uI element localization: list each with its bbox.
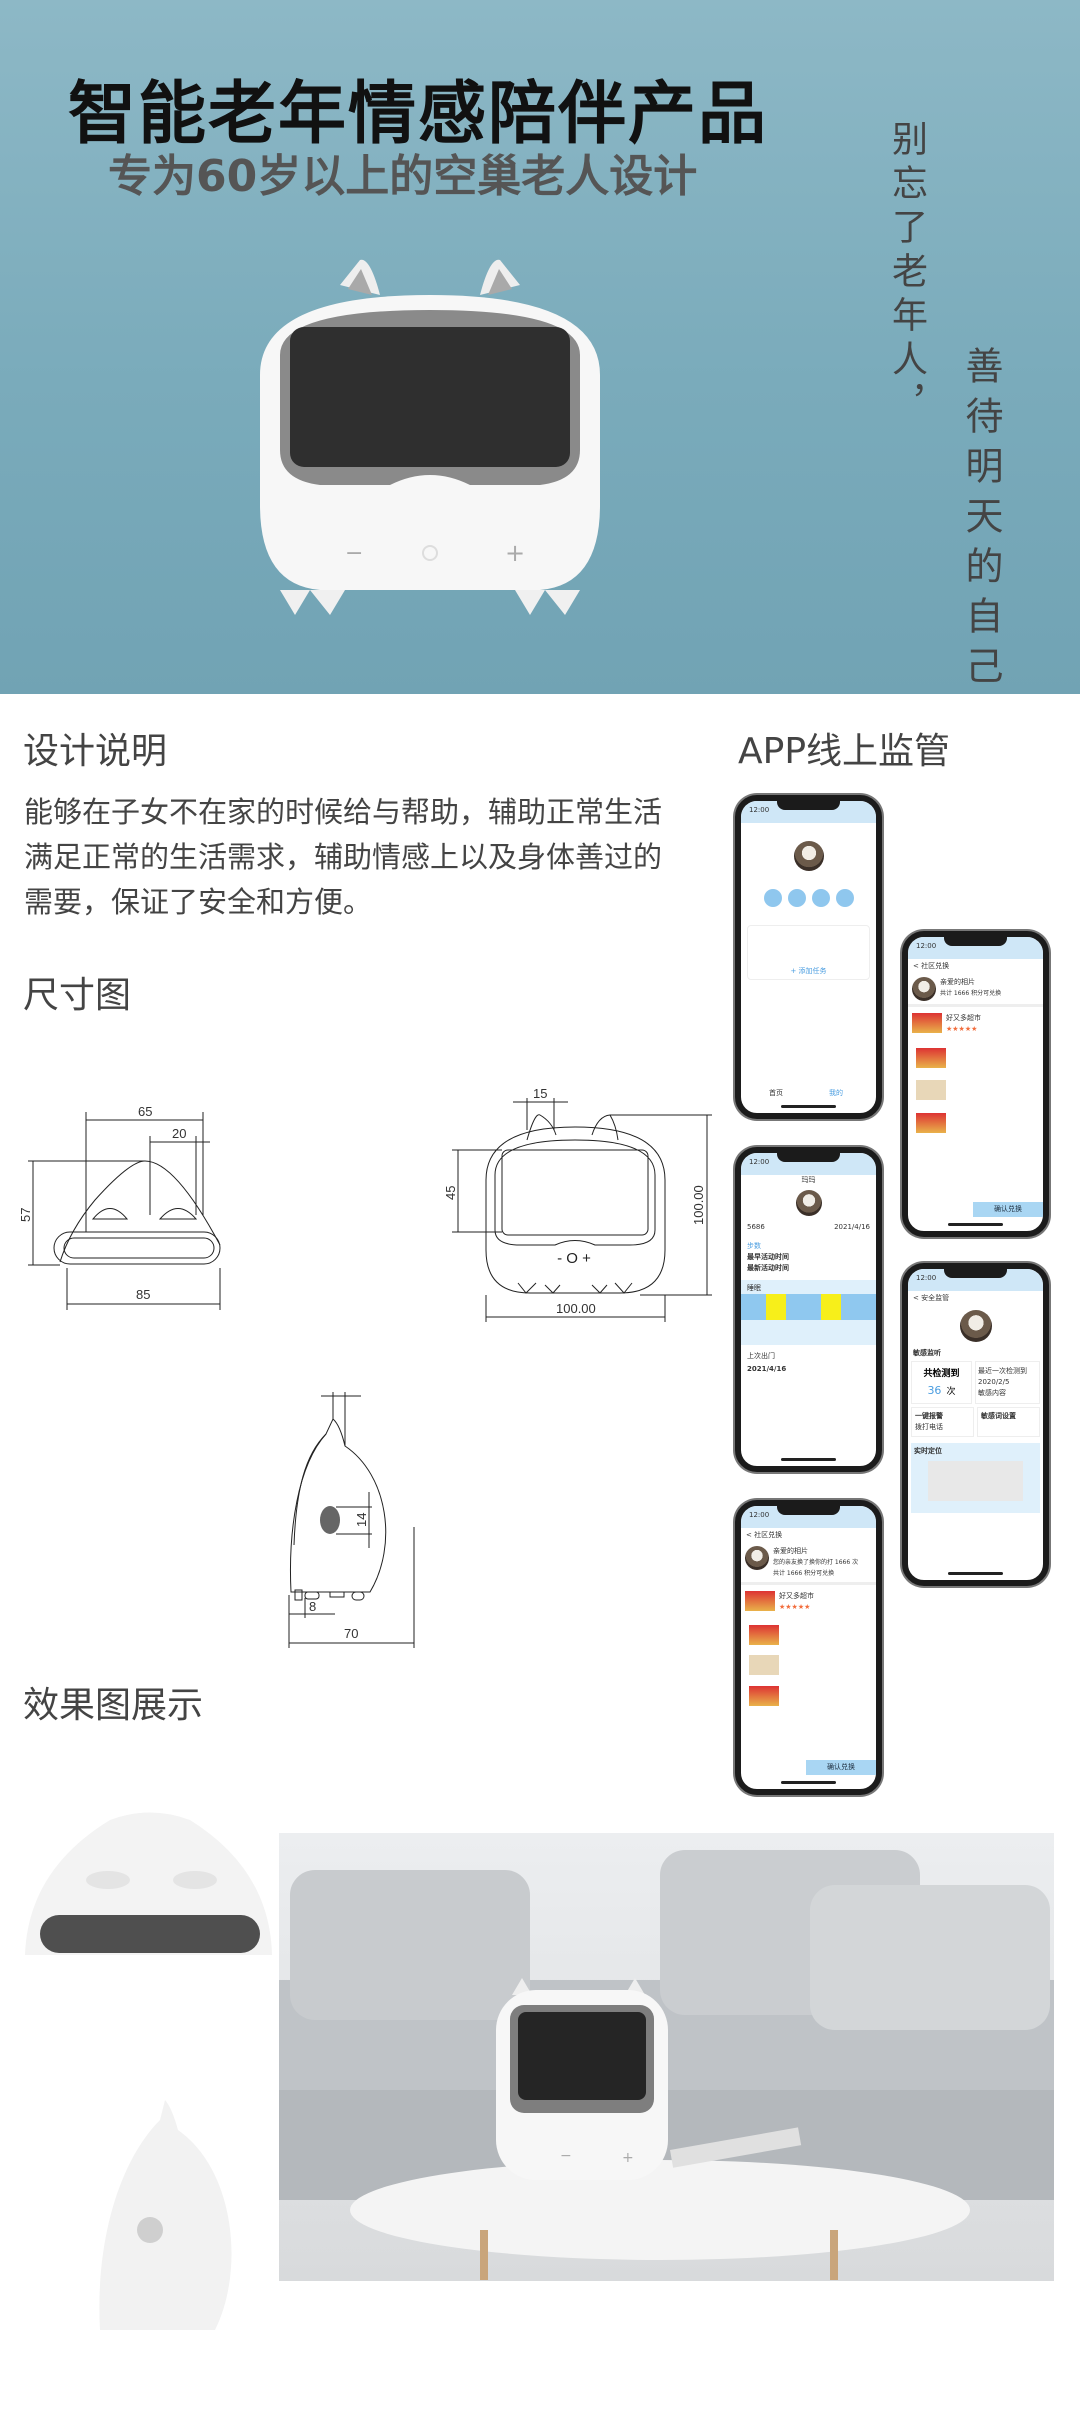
add-task-button[interactable]: + 添加任务 [790, 967, 827, 975]
phone-safety-screen: 12:00 < 安全监管 敏感监听 共检测到 36 次 最近一次检测到 2020/2… [902, 1263, 1049, 1586]
exchange-title[interactable]: < 社区兑换 [746, 1531, 783, 1539]
shop-rating: ★★★★★ [946, 1025, 978, 1033]
side-view-render [99, 2100, 232, 2330]
dim-ear-width: 15 [533, 1086, 547, 1101]
photo-device-minus: − [560, 2148, 572, 2164]
nav-me[interactable]: 我的 [829, 1089, 843, 1097]
photo-line: 您的亲友换了换你的打 1666 次 [773, 1559, 859, 1566]
speaker-grille-icon [320, 1506, 340, 1534]
main-buttons-label: - O + [557, 1250, 591, 1267]
product-subtitle: 专为60岁以上的空巢老人设计 [108, 151, 698, 202]
recent-label: 最近一次检测到 [978, 1367, 1027, 1375]
elder-name: 玛玛 [801, 1176, 816, 1184]
design-heading: 设计说明 [23, 731, 168, 772]
dim-front-bottom-width: 85 [136, 1287, 150, 1302]
latest-activity: 最新活动时间 [747, 1264, 789, 1272]
dimension-drawings: 65 20 57 85 - O + 15 45 100.00 100.00 14… [18, 1086, 712, 1648]
sleep-chart [741, 1294, 876, 1320]
total-count: 36 [927, 1384, 942, 1397]
renders-heading: 效果图展示 [23, 1685, 204, 1726]
shop-name: 好又多超市 [779, 1592, 814, 1600]
top-view-render [25, 1812, 272, 1955]
confirm-exchange-button[interactable]: 确认兑换 [806, 1760, 876, 1775]
keywords-button[interactable]: 敏感词设置 [981, 1412, 1016, 1420]
slogan-line-1: 别忘了老年人， [886, 120, 927, 428]
main-view-drawing: - O + 15 45 100.00 100.00 [443, 1086, 712, 1322]
dim-height: 100.00 [691, 1185, 706, 1225]
side-view-drawing: 14 8 70 [288, 1392, 415, 1648]
description-line: 需要，保证了安全和方便。 [24, 885, 373, 919]
speaker-grille-icon [137, 2217, 163, 2243]
steps-label: 步数 [747, 1242, 761, 1250]
minus-button: − [345, 541, 363, 566]
sensitive-content: 敏感内容 [978, 1389, 1006, 1397]
photo-title: 亲爱的相片 [940, 978, 975, 986]
status-time: 12:00 [741, 1506, 876, 1528]
sensitive-listen[interactable]: 敏感监听 [913, 1349, 941, 1357]
design-description: 能够在子女不在家的时候给与帮助，辅助正常生活 满足正常的生活需求，辅助情感上以及… [24, 790, 664, 925]
points-text: 共计 1666 积分可兑换 [773, 1570, 835, 1577]
dim-width: 100.00 [556, 1301, 596, 1316]
plus-button: + [505, 539, 525, 567]
last-out-label: 上次出门 [747, 1352, 775, 1360]
shop-rating: ★★★★★ [779, 1603, 811, 1611]
status-time: 12:00 [741, 801, 876, 823]
photo-title: 亲爱的相片 [773, 1547, 808, 1555]
dim-speaker: 14 [354, 1513, 369, 1527]
recent-date: 2020/2/5 [978, 1378, 1010, 1386]
steps-value: 5686 [747, 1223, 765, 1231]
alarm-button[interactable]: 一键报警 [915, 1412, 943, 1420]
status-time: 12:00 [908, 1269, 1043, 1291]
description-line: 满足正常的生活需求，辅助情感上以及身体善过的 [24, 840, 663, 874]
location-label: 实时定位 [914, 1447, 942, 1455]
phone-home-screen: 12:00 + 添加任务 首页 我的 [735, 795, 882, 1119]
nav-home[interactable]: 首页 [769, 1089, 783, 1097]
living-room-photo: − + [279, 1833, 1054, 2281]
front-view-drawing: 65 20 57 85 [18, 1104, 221, 1310]
hero-banner: 智能老年情感陪伴产品 专为60岁以上的空巢老人设计 别忘了老年人， 善待明天的自… [0, 0, 1080, 696]
app-heading: APP线上监管 [738, 731, 951, 772]
shop-name: 好又多超市 [946, 1014, 981, 1022]
location-map [928, 1461, 1023, 1501]
dim-front-top-width: 65 [138, 1104, 152, 1119]
date-value: 2021/4/16 [834, 1223, 870, 1231]
dim-depth: 70 [344, 1626, 358, 1641]
earliest-activity: 最早活动时间 [747, 1253, 789, 1261]
sleep-label: 睡眠 [747, 1284, 761, 1292]
power-icon [422, 545, 438, 561]
status-time: 12:00 [741, 1153, 876, 1175]
total-label: 共检测到 [923, 1369, 960, 1379]
status-time: 12:00 [908, 937, 1043, 959]
device-front-render: − + [260, 259, 600, 615]
dim-front-eye-width: 20 [172, 1126, 186, 1141]
dim-foot: 8 [309, 1599, 316, 1614]
phone-exchange-screen: 12:00 < 社区兑换 亲爱的相片共计 1666 积分可兑换 好又多超市 ★★★… [902, 931, 1049, 1237]
safety-title[interactable]: < 安全监管 [913, 1294, 950, 1302]
points-text: 共计 1666 积分可兑换 [940, 990, 1002, 997]
dim-front-height: 57 [18, 1208, 33, 1222]
photo-device-plus: + [622, 2150, 634, 2166]
description-line: 能够在子女不在家的时候给与帮助，辅助正常生活 [24, 795, 663, 829]
total-unit: 次 [946, 1387, 956, 1397]
phone-exchange-screen-2: 12:00 < 社区兑换 亲爱的相片您的亲友换了换你的打 1666 次共计 16… [735, 1500, 882, 1795]
dimensions-heading: 尺寸图 [23, 975, 132, 1016]
exchange-title[interactable]: < 社区兑换 [913, 962, 950, 970]
last-out-date: 2021/4/16 [747, 1365, 787, 1373]
slogan-line-2: 善待明天的自己 [959, 346, 1003, 696]
product-title: 智能老年情感陪伴产品 [68, 75, 769, 154]
dim-screen-height: 45 [443, 1186, 458, 1200]
confirm-exchange-button[interactable]: 确认兑换 [973, 1202, 1043, 1217]
render-gallery: − + [25, 1812, 1054, 2330]
call-label: 拨打电话 [915, 1423, 943, 1431]
